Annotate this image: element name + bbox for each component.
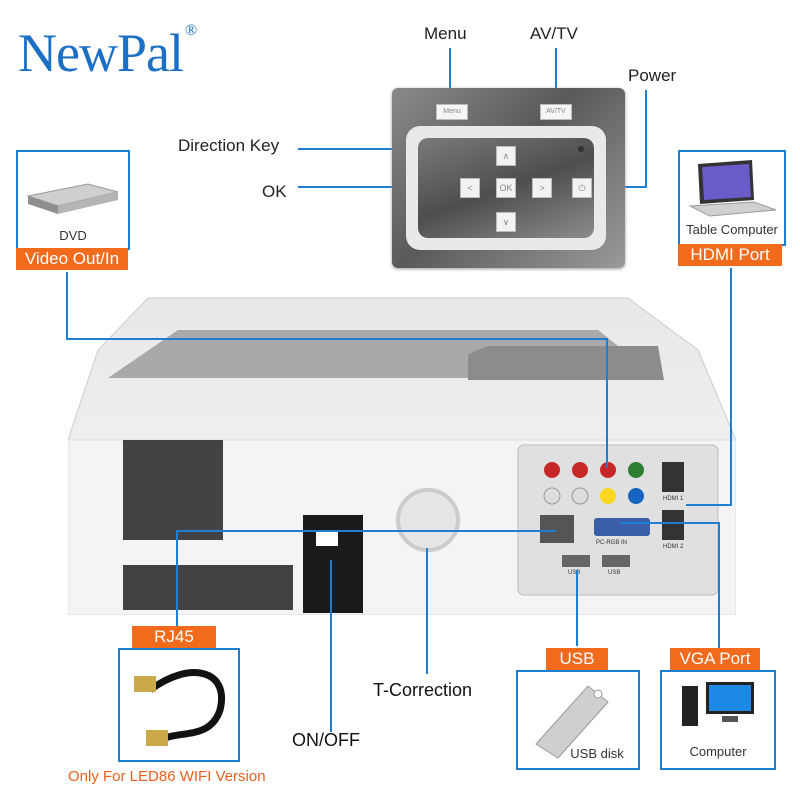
brand-logo: NewPal® — [18, 22, 197, 83]
ok-key[interactable]: OK — [496, 178, 516, 198]
usb1-label: USB — [568, 570, 581, 576]
dvd-player-icon — [26, 183, 119, 214]
vga-caption: Computer — [689, 744, 747, 759]
usb-disk-icon — [535, 685, 609, 759]
av-ports — [540, 458, 660, 513]
vga-line-h — [620, 522, 720, 524]
rj45-tag: RJ45 — [132, 626, 216, 648]
video-line-v — [66, 272, 68, 340]
hdmi1-label: HDMI 1 — [663, 496, 684, 502]
power-led — [578, 146, 584, 152]
video-line-drop — [606, 338, 608, 468]
rj45-line-v — [176, 530, 178, 626]
vga-box: Computer — [660, 670, 776, 770]
hdmi1-port[interactable] — [662, 462, 684, 492]
ok-label: OK — [262, 182, 287, 201]
usb-tag: USB — [546, 648, 608, 670]
menu-callout-line — [449, 48, 451, 108]
rca-ports-icon — [543, 462, 644, 505]
hdmi-line-v — [730, 268, 732, 506]
panel-inner: ∧ < OK > ⏻ ∨ — [406, 126, 606, 250]
vga-port[interactable] — [594, 518, 650, 536]
usb2-port[interactable] — [602, 555, 630, 567]
power-switch[interactable] — [316, 530, 338, 546]
laptop-caption: Table Computer — [686, 222, 778, 237]
t-correction-line — [426, 548, 428, 674]
right-key[interactable]: > — [532, 178, 552, 198]
direction-key-label: Direction Key — [178, 136, 280, 155]
hdmi2-port[interactable] — [662, 510, 684, 540]
usb-box: USB disk — [516, 670, 640, 770]
hdmi-line-h — [686, 504, 732, 506]
on-off-line — [330, 560, 332, 732]
on-off-label: ON/OFF — [292, 730, 360, 750]
dvd-caption: DVD — [59, 228, 87, 243]
power-callout-line-v — [645, 90, 647, 186]
av-tv-callout-line — [555, 48, 557, 108]
av-tv-label: AV/TV — [530, 24, 578, 43]
video-line-h — [66, 338, 608, 340]
computer-icon — [682, 682, 754, 726]
laptop-box: Table Computer — [678, 150, 786, 246]
rj45-note: Only For LED86 WIFI Version — [68, 768, 266, 785]
dvd-box: DVD — [16, 150, 130, 250]
usb2-label: USB — [608, 570, 621, 576]
ok-callout-line — [298, 186, 484, 188]
up-key[interactable]: ∧ — [496, 146, 516, 166]
panel-keypad: ∧ < OK > ⏻ ∨ — [418, 138, 594, 238]
t-correction-label: T-Correction — [373, 680, 473, 700]
ethernet-cable-icon — [134, 669, 225, 746]
usb1-port[interactable] — [562, 555, 590, 567]
power-label: Power — [628, 66, 677, 85]
video-tag: Video Out/In — [16, 248, 128, 270]
vga-tag: VGA Port — [670, 648, 760, 670]
down-key[interactable]: ∨ — [496, 212, 516, 232]
rj45-port[interactable] — [540, 515, 574, 543]
rj45-box — [118, 648, 240, 762]
menu-key[interactable]: Menu — [436, 104, 468, 120]
usb-line-v — [576, 570, 578, 646]
vga-line-v — [718, 522, 720, 648]
control-panel: Menu AV/TV ∧ < OK > ⏻ ∨ — [392, 88, 625, 268]
usb-caption: USB disk — [570, 746, 624, 761]
laptop-icon — [688, 160, 777, 217]
av-tv-key[interactable]: AV/TV — [540, 104, 572, 120]
hdmi-tag: HDMI Port — [678, 244, 782, 266]
pc-rgb-label: PC-RGB IN — [596, 540, 628, 546]
rj45-line-h — [176, 530, 556, 532]
menu-label: Menu — [424, 24, 467, 43]
power-key[interactable]: ⏻ — [572, 178, 592, 198]
hdmi2-label: HDMI 2 — [663, 544, 684, 550]
left-key[interactable]: < — [460, 178, 480, 198]
